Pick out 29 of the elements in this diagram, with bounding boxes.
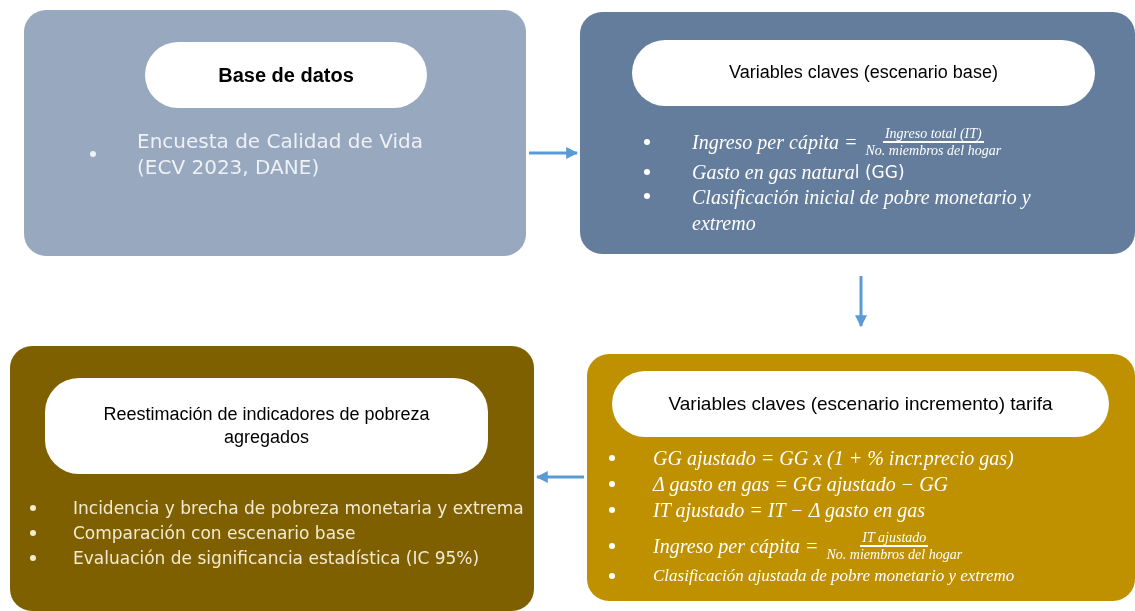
heading-text: Base de datos bbox=[218, 63, 354, 88]
fraction-denominator: No. miembros del hogar bbox=[864, 143, 1003, 159]
formula-text: Gasto en gas natura bbox=[692, 160, 855, 184]
fraction-denominator: No. miembros del hogar bbox=[825, 547, 964, 563]
formula-text: Clasificación inicial de pobre monetario y extremo bbox=[692, 185, 1032, 236]
formula-text: Ingreso per cápita = bbox=[653, 534, 819, 558]
formula-text: Ingreso per cápita = bbox=[692, 130, 858, 154]
formula-text: IT ajustado = IT − Δ gasto en gas bbox=[653, 498, 926, 522]
formula-text: l (GG) bbox=[854, 162, 905, 182]
step-panel bbox=[24, 10, 526, 256]
fraction-numerator: Ingreso total (IT) bbox=[882, 125, 984, 143]
fraction-numerator: IT ajustado bbox=[860, 529, 929, 547]
arrow bbox=[535, 471, 584, 483]
formula-text: GG ajustado = GG x (1 + % incr.precio gas) bbox=[653, 446, 1014, 470]
bullet-text: Encuesta de Calidad de Vida (ECV 2023, DANE) bbox=[137, 128, 424, 180]
title-pill bbox=[45, 378, 488, 474]
step-panel bbox=[580, 12, 1135, 254]
formula-text: Δ gasto en gas = GG ajustado − GG bbox=[653, 472, 949, 496]
step-panel bbox=[587, 354, 1135, 601]
arrow bbox=[855, 276, 867, 328]
bullet-text: Incidencia y brecha de pobreza monetaria y extrema bbox=[73, 498, 524, 518]
arrow bbox=[529, 147, 579, 159]
bullet-text: Evaluación de significancia estadística (IC 95%) bbox=[73, 548, 480, 568]
formula-text: Clasificación ajustada de pobre monetario y extremo bbox=[653, 566, 1015, 586]
heading-text: Variables claves (escenario base) bbox=[729, 61, 998, 85]
heading-text: Variables claves (escenario incremento) tarifa bbox=[668, 391, 1053, 416]
heading-text: Reestimación de indicadores de pobreza agregados bbox=[102, 402, 431, 449]
step-panel bbox=[10, 346, 534, 611]
bullet-text: Comparación con escenario base bbox=[73, 523, 356, 543]
